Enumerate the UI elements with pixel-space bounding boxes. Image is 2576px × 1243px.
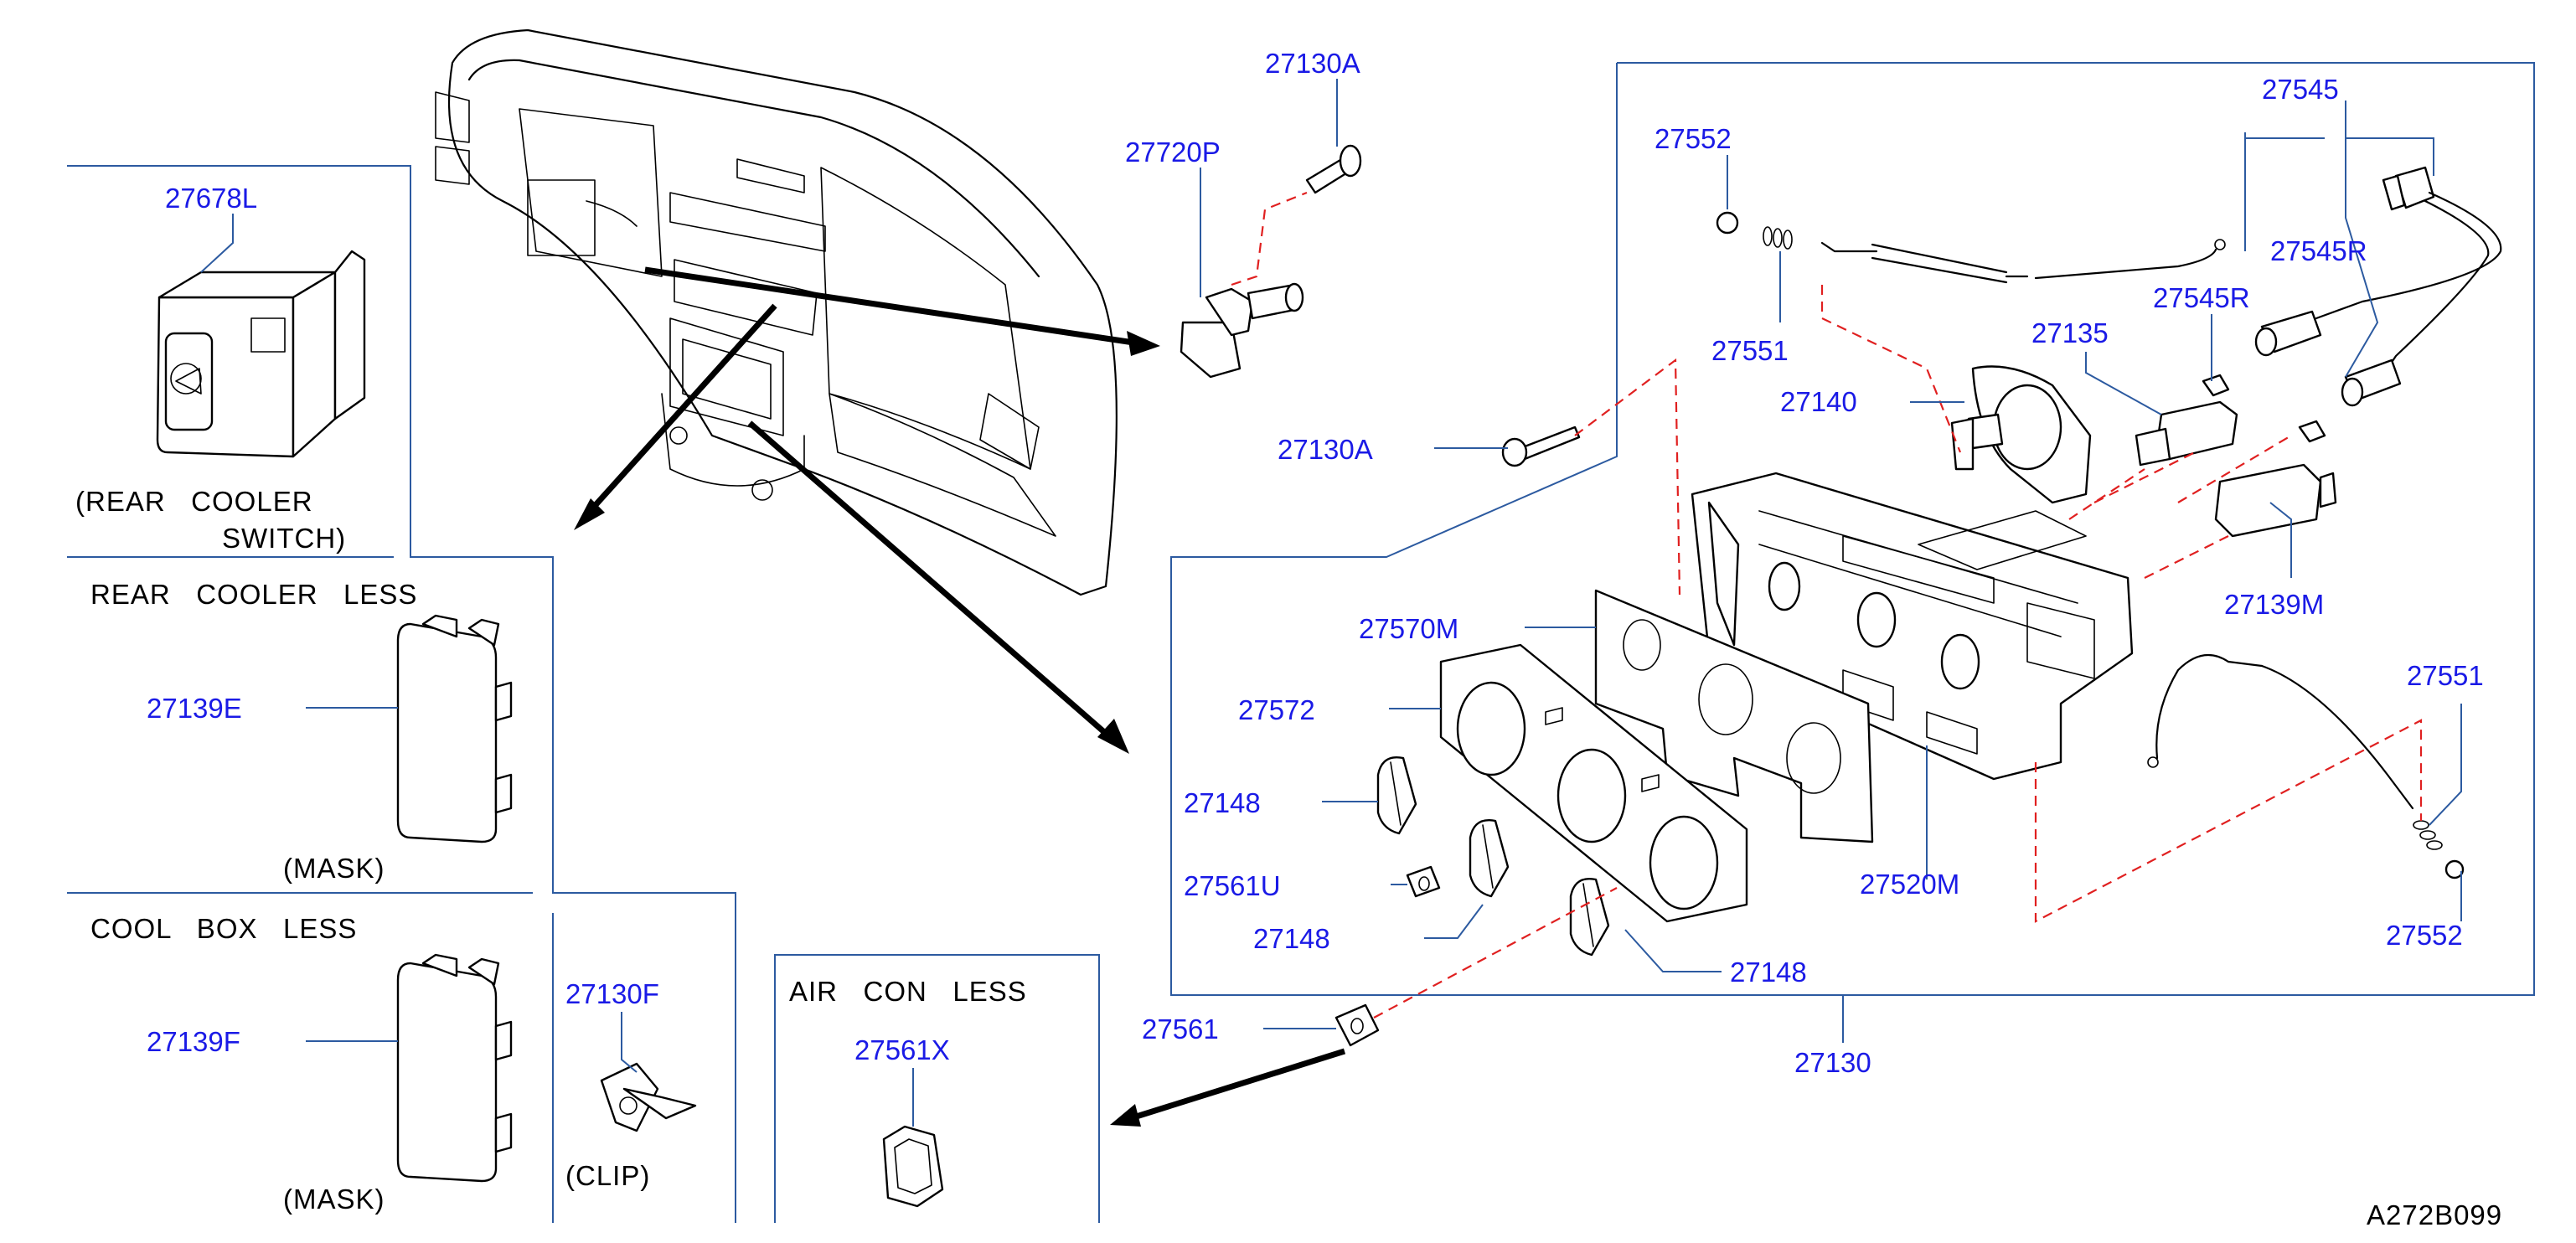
part-labels: 27130A 27720P 27678L 27552 27545 27545R …: [147, 48, 2484, 1078]
mask-27139f: [396, 953, 513, 1183]
caption-mask-2: (MASK): [283, 1184, 385, 1215]
harness-27545: [2254, 166, 2502, 407]
label-27139m: 27139M: [2224, 589, 2324, 620]
label-27139f: 27139F: [147, 1026, 240, 1057]
label-27561: 27561: [1142, 1013, 1219, 1044]
main-assembly-frame: [1170, 62, 2535, 996]
dashed-alignment-lines: [1373, 285, 2423, 1019]
label-27130a-mid: 27130A: [1278, 434, 1373, 465]
label-27572: 27572: [1238, 694, 1315, 725]
label-27551-top: 27551: [1711, 335, 1789, 366]
label-27720p: 27720P: [1125, 137, 1221, 168]
rear-cooler-switch-27678l: [156, 250, 366, 458]
switch-27139m: [2214, 463, 2337, 538]
label-27148-a: 27148: [1184, 787, 1261, 818]
label-27148-b: 27148: [1253, 923, 1330, 954]
captions: (REAR COOLER SWITCH) REAR COOLER LESS (M…: [75, 486, 2502, 1230]
knob-27148-b: [1469, 819, 1510, 898]
label-27551-right: 27551: [2407, 660, 2484, 691]
insert-27561u: [1406, 865, 1441, 898]
blower-switch-27140: [1950, 365, 2092, 504]
screw-27130a-mid: [1501, 426, 1581, 467]
leader-lines: [200, 79, 2462, 1127]
dashed-27720p-screw: [1231, 191, 1308, 286]
pointer-arrows: [574, 266, 1346, 1127]
label-27130: 27130: [1794, 1047, 1871, 1078]
cable-top: [1716, 211, 2226, 284]
label-27130f: 27130F: [565, 978, 659, 1009]
knob-27148-a: [1376, 756, 1417, 835]
front-panel-27572: [1439, 643, 1748, 923]
diagram-code: A272B099: [2367, 1199, 2502, 1230]
label-27561x: 27561X: [854, 1034, 950, 1065]
left-section-frames: [67, 165, 1100, 1223]
label-27552-bottom: 27552: [2386, 920, 2463, 951]
caption-rear-cooler-less: REAR COOLER LESS: [90, 579, 417, 610]
label-27561u: 27561U: [1184, 870, 1281, 901]
label-27140: 27140: [1780, 386, 1857, 417]
label-27678l: 27678L: [165, 183, 257, 214]
caption-air-con-less: AIR CON LESS: [789, 976, 1027, 1007]
label-27139e: 27139E: [147, 693, 242, 724]
caption-rear-cooler-switch-1: (REAR COOLER: [75, 486, 313, 517]
clip-27130f: [600, 1062, 697, 1132]
label-27148-c: 27148: [1730, 957, 1807, 988]
label-27552-top: 27552: [1655, 123, 1732, 154]
label-27520m: 27520M: [1860, 869, 1959, 900]
label-27135: 27135: [2031, 317, 2109, 348]
screw-27130a-top: [1305, 144, 1362, 194]
dashboard-drawing: [435, 28, 1118, 596]
knob-27148-c: [1569, 878, 1610, 957]
caption-clip: (CLIP): [565, 1160, 650, 1191]
caption-mask-1: (MASK): [283, 853, 385, 884]
gasket-27570m: [1594, 589, 1874, 843]
mask-27139e: [396, 614, 513, 843]
bracket-27720p: [1180, 282, 1304, 379]
label-27545: 27545: [2262, 74, 2339, 105]
caption-rear-cooler-switch-2: SWITCH): [222, 523, 346, 554]
cable-bottom: [2147, 653, 2465, 879]
label-27130a-top: 27130A: [1265, 48, 1360, 79]
switch-27135: [2135, 400, 2238, 467]
insert-27561: [1334, 1003, 1380, 1047]
caption-cool-box-less: COOL BOX LESS: [90, 913, 357, 944]
label-27570m: 27570M: [1359, 613, 1458, 644]
knob-insert-27561x: [882, 1125, 944, 1208]
label-27545r-mid: 27545R: [2153, 282, 2250, 313]
label-27545r-right: 27545R: [2270, 235, 2367, 266]
sensors-27545r: [2202, 374, 2326, 443]
